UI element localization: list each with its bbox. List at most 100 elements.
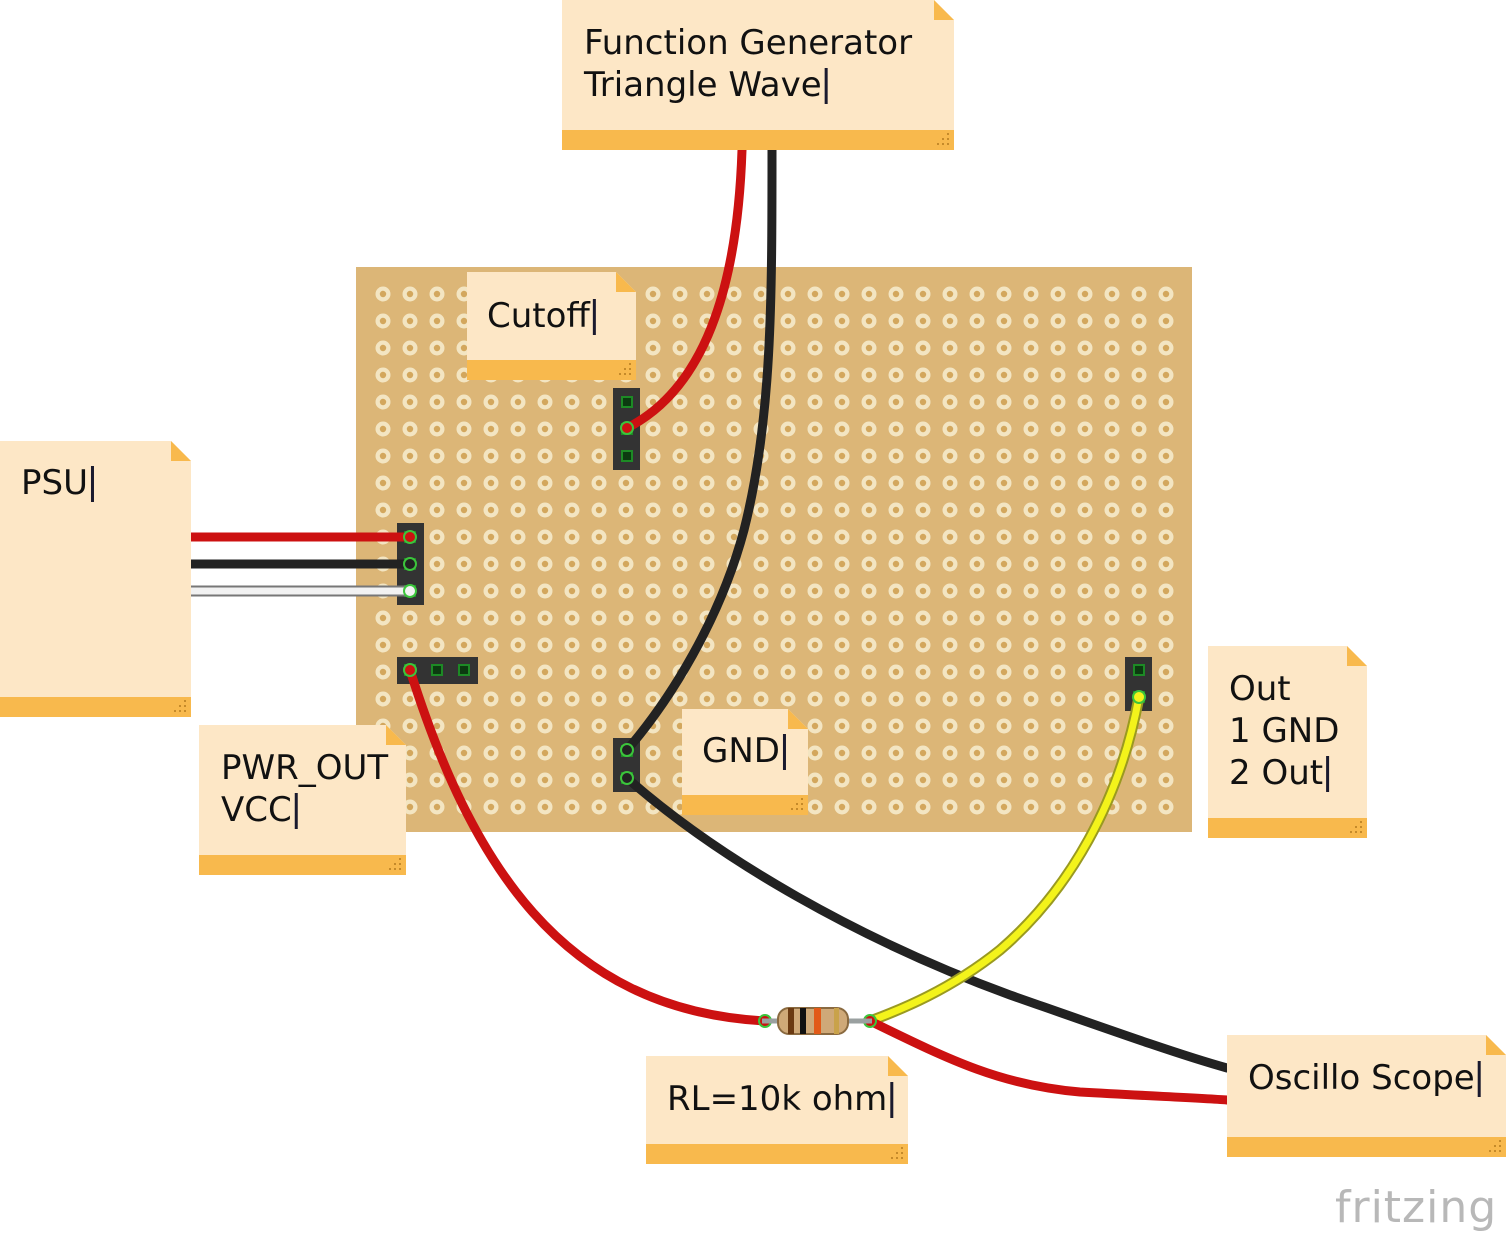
- perfboard-hole-center: [784, 641, 792, 649]
- perfboard-hole-center: [379, 290, 387, 298]
- perfboard-hole-center: [1000, 425, 1008, 433]
- wire-vcc-red[interactable]: [405, 665, 770, 1026]
- wire-end[interactable]: [403, 584, 417, 598]
- wire-end[interactable]: [620, 743, 634, 757]
- wire-end[interactable]: [620, 771, 634, 785]
- header-pin[interactable]: [621, 396, 633, 408]
- perfboard-hole-center: [487, 560, 495, 568]
- wire-fg-red[interactable]: [622, 145, 747, 433]
- perfboard-hole-center: [892, 560, 900, 568]
- perfboard-hole-center: [568, 776, 576, 784]
- resize-grip-dot: [791, 808, 793, 810]
- perfboard-hole-center: [487, 479, 495, 487]
- perfboard-hole-center: [541, 479, 549, 487]
- perfboard-hole-center: [649, 614, 657, 622]
- perfboard-hole-center: [568, 425, 576, 433]
- wire-end[interactable]: [403, 663, 417, 677]
- perfboard-hole-center: [676, 749, 684, 757]
- note-gnd[interactable]: GND: [682, 709, 808, 815]
- perfboard-hole-center: [676, 425, 684, 433]
- perfboard-hole-center: [1162, 344, 1170, 352]
- header-pin[interactable]: [431, 664, 443, 676]
- resize-grip-dot: [1360, 826, 1362, 828]
- perfboard-hole-center: [460, 695, 468, 703]
- note-text-line: RL=10k ohm: [667, 1079, 887, 1119]
- perfboard-hole-center: [811, 749, 819, 757]
- perfboard-hole-center: [757, 506, 765, 514]
- perfboard-hole-center: [973, 371, 981, 379]
- note-fold-corner: [788, 709, 808, 729]
- note-text-line: PWR_OUT: [221, 748, 388, 788]
- perfboard-hole-center: [514, 668, 522, 676]
- perfboard-hole-center: [865, 371, 873, 379]
- perfboard-hole-center: [919, 776, 927, 784]
- perfboard-hole-center: [865, 398, 873, 406]
- perfboard-hole-center: [460, 776, 468, 784]
- perfboard-hole-center: [379, 452, 387, 460]
- perfboard-hole-center: [460, 317, 468, 325]
- resize-grip-dot: [891, 1157, 893, 1159]
- wire-end[interactable]: [403, 530, 417, 544]
- perfboard-hole-center: [1081, 641, 1089, 649]
- note-cutoff[interactable]: Cutoff: [467, 272, 636, 380]
- perfboard-hole-center: [811, 776, 819, 784]
- perfboard-hole-center: [811, 695, 819, 703]
- perfboard-hole-center: [1000, 641, 1008, 649]
- perfboard-hole-center: [1027, 506, 1035, 514]
- header-pin[interactable]: [1133, 664, 1145, 676]
- perfboard-hole-center: [649, 317, 657, 325]
- header-pin[interactable]: [458, 664, 470, 676]
- perfboard-hole-center: [595, 695, 603, 703]
- perfboard-hole-center: [838, 452, 846, 460]
- perfboard-hole-center: [703, 668, 711, 676]
- perfboard-hole-center: [838, 722, 846, 730]
- wire-end[interactable]: [403, 557, 417, 571]
- resistor[interactable]: [762, 1007, 872, 1035]
- header-pin[interactable]: [621, 450, 633, 462]
- perfboard-hole-center: [1108, 479, 1116, 487]
- perfboard-hole-center: [703, 506, 711, 514]
- note-rl[interactable]: RL=10k ohm: [646, 1056, 908, 1164]
- perfboard-hole-center: [487, 587, 495, 595]
- perfboard-hole-center: [730, 290, 738, 298]
- perfboard-hole-center: [433, 533, 441, 541]
- perfboard-hole-center: [676, 290, 684, 298]
- wire-gnd-black[interactable]: [622, 773, 1232, 1073]
- note-text-line: GND: [702, 731, 780, 771]
- perfboard-hole-center: [1027, 641, 1035, 649]
- perfboard-hole-center: [838, 344, 846, 352]
- perfboard-hole-center: [1162, 803, 1170, 811]
- perfboard-hole-center: [1000, 776, 1008, 784]
- wire-end[interactable]: [1132, 690, 1146, 704]
- resize-grip-dot: [947, 138, 949, 140]
- wire-out-yellow[interactable]: [866, 693, 1143, 1025]
- perfboard-hole-center: [730, 452, 738, 460]
- perfboard-hole-center: [676, 452, 684, 460]
- note-fold-corner: [171, 441, 191, 461]
- perfboard-hole-center: [892, 506, 900, 514]
- perfboard-hole-center: [649, 533, 657, 541]
- note-psu[interactable]: PSU: [0, 441, 191, 717]
- note-oscilloscope[interactable]: Oscillo Scope: [1227, 1035, 1506, 1157]
- perfboard-hole-center: [1000, 506, 1008, 514]
- perfboard-hole-center: [460, 425, 468, 433]
- header-out: [1125, 657, 1152, 711]
- text-caret: [294, 793, 298, 829]
- perfboard-hole-center: [649, 560, 657, 568]
- perfboard-hole-center: [1081, 722, 1089, 730]
- note-background: [199, 725, 406, 875]
- perfboard-hole-center: [568, 695, 576, 703]
- resize-grip-dot: [1499, 1150, 1501, 1152]
- perfboard-hole-center: [406, 290, 414, 298]
- perfboard-hole-center: [541, 776, 549, 784]
- wire-end[interactable]: [620, 421, 634, 435]
- perfboard-hole-center: [811, 560, 819, 568]
- note-text-line: Function Generator: [584, 23, 912, 63]
- wire-fg-black[interactable]: [622, 145, 777, 755]
- perfboard-hole-center: [541, 695, 549, 703]
- perfboard-hole-center: [1027, 479, 1035, 487]
- wire-scope-red[interactable]: [865, 1016, 1232, 1105]
